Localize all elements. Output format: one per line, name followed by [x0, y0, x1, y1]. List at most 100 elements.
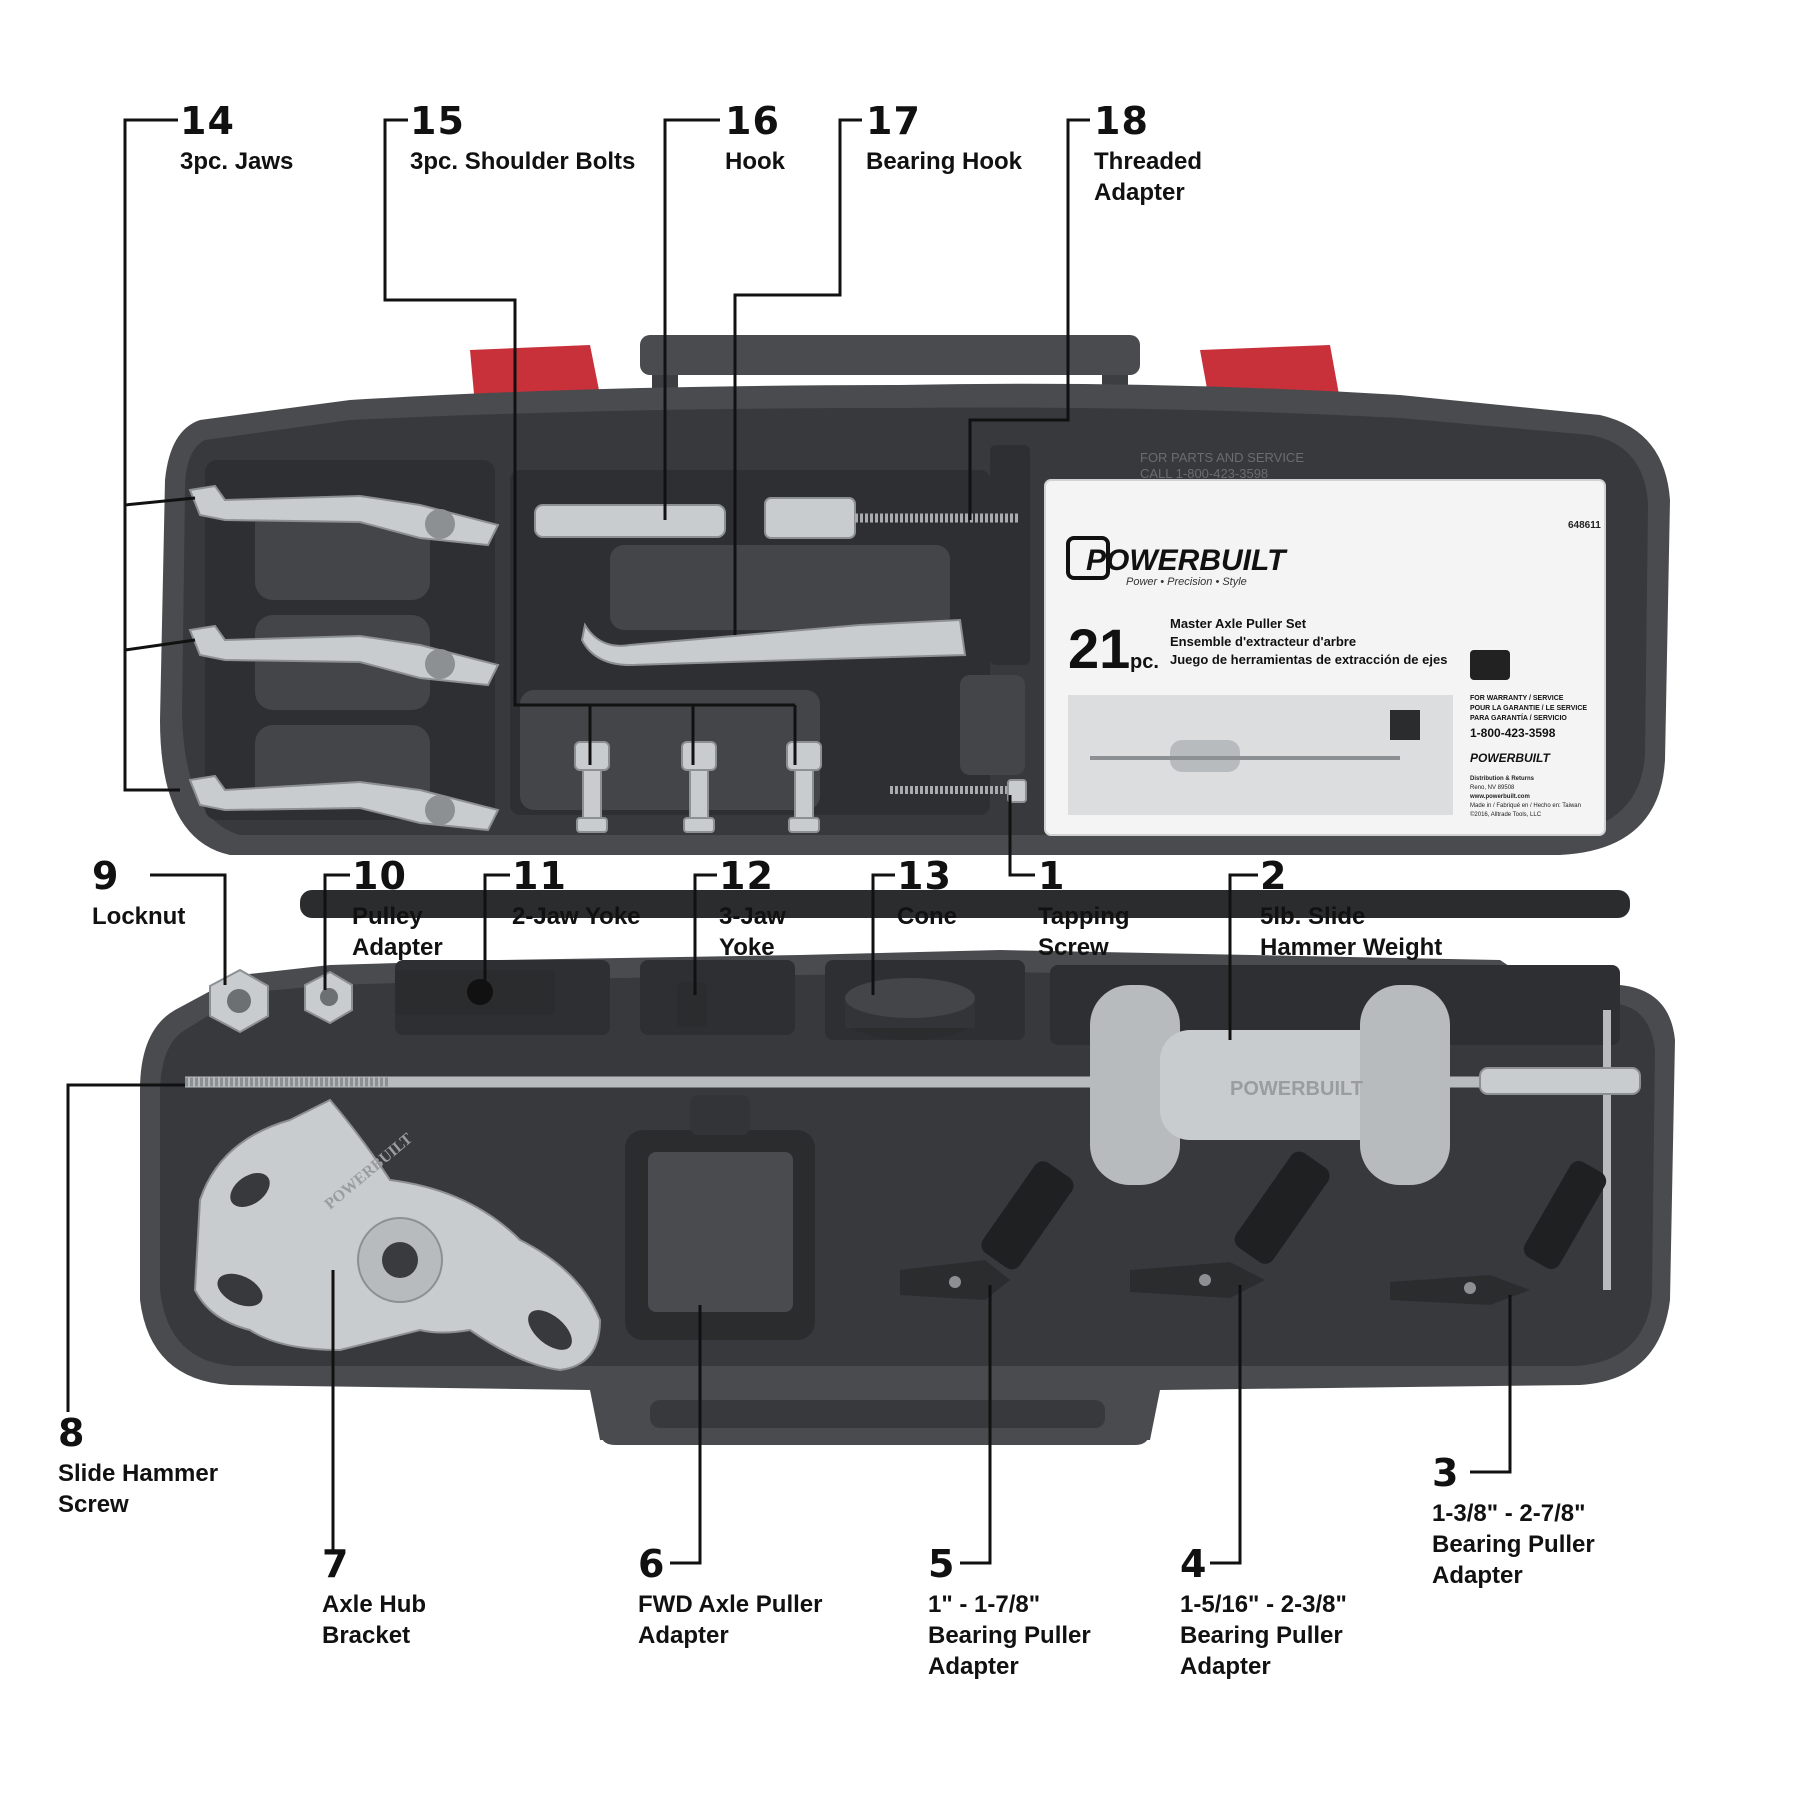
callout-12-number: 12	[719, 854, 774, 898]
callout-16-line-1: Hook	[725, 148, 785, 175]
part-number: 648611	[1568, 520, 1601, 531]
callout-5-line-2: Bearing Puller	[928, 1622, 1091, 1649]
service-text-2: CALL 1-800-423-3598	[1140, 466, 1268, 481]
bearing-puller-adapter-3	[1390, 1161, 1607, 1305]
callout-6-line-1: FWD Axle Puller	[638, 1591, 823, 1618]
hook-tool	[534, 504, 726, 538]
callout-18-line-1: Threaded	[1094, 148, 1203, 175]
callout-6: 6 FWD Axle Puller Adapter	[638, 1545, 822, 1651]
callout-12: 12 3-Jaw Yoke	[719, 857, 786, 963]
bearing-hook	[580, 618, 967, 667]
callout-3-line-2: Bearing Puller	[1432, 1531, 1595, 1558]
callout-5-line-3: Adapter	[928, 1653, 1019, 1680]
piece-count-unit: pc.	[1130, 651, 1159, 673]
callout-18-line-2: Adapter	[1094, 179, 1185, 206]
product-card: 648611 POWERBUILT Power • Precision • St…	[1044, 479, 1606, 836]
callout-8: 8 Slide Hammer Screw	[58, 1414, 218, 1520]
callout-2-number: 2	[1260, 854, 1288, 898]
callout-12-line-1: 3-Jaw	[719, 903, 786, 930]
callout-7-line-2: Bracket	[322, 1622, 411, 1649]
warranty-line-3: PARA GARANTÍA / SERVICIO	[1470, 713, 1567, 722]
callout-2-line-1: 5lb. Slide	[1260, 903, 1366, 930]
callout-4-line-1: 1-5/16" - 2-3/8"	[1180, 1591, 1347, 1618]
callout-18: 18 Threaded Adapter	[1094, 102, 1202, 208]
set-title-es: Juego de herramientas de extracción de e…	[1170, 652, 1447, 667]
set-title-en: Master Axle Puller Set	[1170, 616, 1307, 631]
callout-13: 13 Cone	[897, 857, 957, 932]
weight-brand-text: POWERBUILT	[1230, 1078, 1363, 1100]
slide-hammer-weight: POWERBUILT	[1090, 985, 1450, 1185]
callout-1-line-2: Screw	[1038, 934, 1109, 961]
jaws-3pc	[188, 484, 500, 832]
callout-5-line-1: 1" - 1-7/8"	[928, 1591, 1041, 1618]
callout-5: 5 1" - 1-7/8" Bearing Puller Adapter	[928, 1545, 1091, 1682]
callout-1-line-1: Tapping	[1038, 903, 1130, 930]
case-base: POWERBUILT POWERBUILT	[140, 950, 1675, 1445]
callout-2-line-2: Hammer Weight	[1260, 934, 1443, 961]
callout-6-number: 6	[638, 1542, 666, 1586]
callout-3-line-3: Adapter	[1432, 1562, 1523, 1589]
warranty-line-1: FOR WARRANTY / SERVICE	[1470, 695, 1564, 702]
brand-name: POWERBUILT	[1086, 544, 1288, 577]
distribution-line-3: www.powerbuilt.com	[1469, 794, 1530, 800]
fwd-axle-puller-adapter	[625, 1095, 815, 1340]
callout-10-number: 10	[352, 854, 407, 898]
callout-11-line-1: 2-Jaw Yoke	[512, 903, 641, 930]
callout-7: 7 Axle Hub Bracket	[322, 1545, 426, 1651]
distribution-line-2: Reno, NV 89508	[1470, 785, 1515, 791]
callout-15-number: 15	[410, 99, 465, 143]
callout-9-line-1: Locknut	[92, 903, 186, 930]
callout-8-line-1: Slide Hammer	[58, 1460, 219, 1487]
callout-17: 17 Bearing Hook	[866, 102, 1022, 177]
three-jaw-yoke	[677, 982, 707, 1027]
shoulder-bolts	[574, 741, 822, 833]
warranty-phone: 1-800-423-3598	[1470, 726, 1556, 740]
callout-10-line-2: Adapter	[352, 934, 443, 961]
distribution-line-5: ©2016, Alltrade Tools, LLC	[1470, 811, 1542, 818]
brand-name-small: POWERBUILT	[1470, 751, 1551, 765]
latch-left	[470, 345, 600, 405]
callout-7-number: 7	[322, 1542, 350, 1586]
callout-12-line-2: Yoke	[719, 934, 775, 961]
callout-15-line-1: 3pc. Shoulder Bolts	[410, 148, 636, 175]
set-title-fr: Ensemble d'extracteur d'arbre	[1170, 634, 1356, 649]
callout-13-line-1: Cone	[897, 903, 957, 930]
brand-tagline: Power • Precision • Style	[1126, 576, 1247, 588]
safety-glasses-icon	[1470, 650, 1510, 680]
callout-3-number: 3	[1432, 1451, 1460, 1495]
callout-14-line-1: 3pc. Jaws	[180, 148, 294, 175]
axle-hub-bracket: POWERBUILT	[193, 1098, 602, 1372]
warranty-line-2: POUR LA GARANTIE / LE SERVICE	[1470, 705, 1587, 712]
bearing-puller-adapter-5	[900, 1161, 1074, 1300]
threaded-adapter	[764, 497, 856, 539]
callout-8-number: 8	[58, 1411, 86, 1455]
callout-9-number: 9	[92, 854, 120, 898]
callout-16: 16 Hook	[725, 102, 785, 177]
callout-1-number: 1	[1038, 854, 1066, 898]
leader-lines	[66, 118, 1512, 1565]
callout-17-number: 17	[866, 99, 921, 143]
callout-7-line-1: Axle Hub	[322, 1591, 427, 1618]
tapping-screw	[890, 779, 1027, 803]
callout-16-number: 16	[725, 99, 780, 143]
callout-1: 1 Tapping Screw	[1038, 857, 1130, 963]
callout-4-line-2: Bearing Puller	[1180, 1622, 1343, 1649]
callout-14-number: 14	[180, 99, 235, 143]
brand-logo-mark	[1066, 536, 1110, 580]
callout-11: 11 2-Jaw Yoke	[512, 857, 641, 932]
callout-15: 15 3pc. Shoulder Bolts	[410, 102, 635, 177]
distribution-line-4: Made in / Fabriqué en / Hecho en: Taiwan	[1470, 803, 1581, 809]
callout-6-line-2: Adapter	[638, 1622, 729, 1649]
callout-4: 4 1-5/16" - 2-3/8" Bearing Puller Adapte…	[1180, 1545, 1347, 1682]
callout-10: 10 Pulley Adapter	[352, 857, 443, 963]
callout-13-number: 13	[897, 854, 952, 898]
callout-4-line-3: Adapter	[1180, 1653, 1271, 1680]
callout-5-number: 5	[928, 1542, 956, 1586]
bearing-puller-adapter-4	[1130, 1151, 1330, 1298]
service-text-1: FOR PARTS AND SERVICE	[1140, 450, 1304, 465]
callout-9: 9 Locknut	[92, 857, 185, 932]
distribution-line-1: Distribution & Returns	[1470, 776, 1535, 782]
callout-14: 14 3pc. Jaws	[180, 102, 293, 177]
